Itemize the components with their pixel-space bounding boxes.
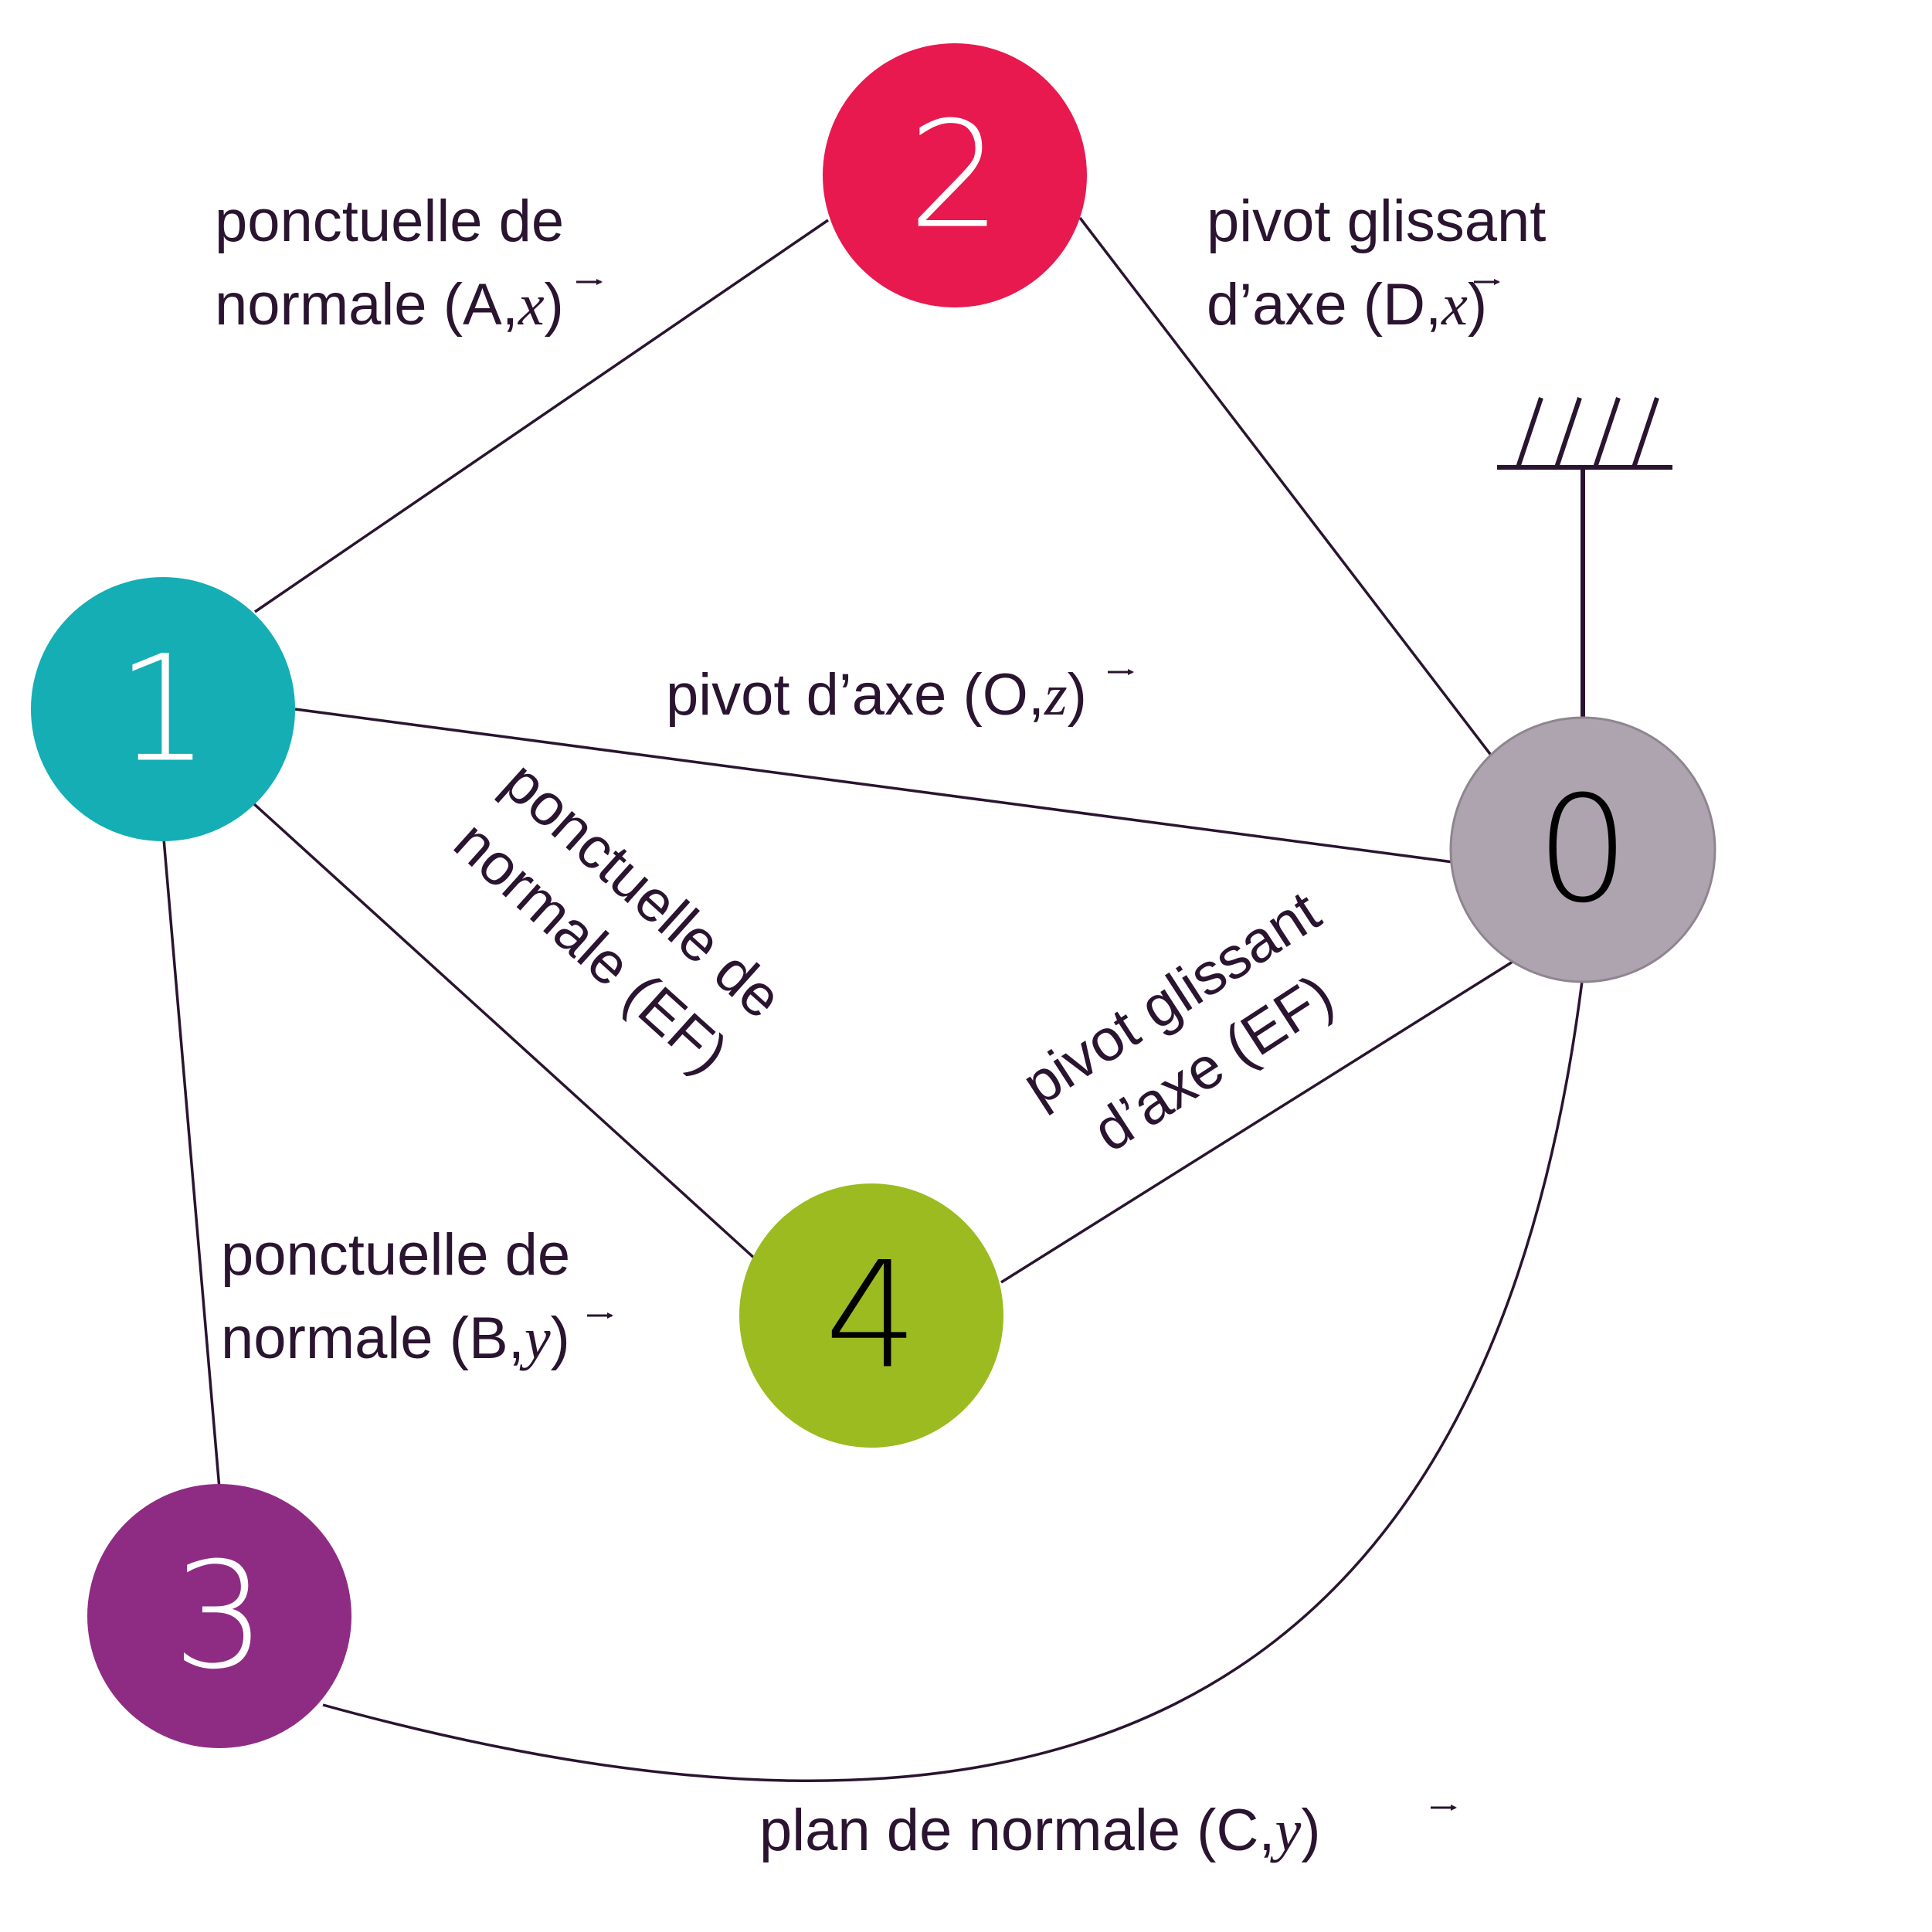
edge-1-4 (252, 802, 757, 1261)
label-link-1-0: pivot d’axe (O,z) (666, 662, 1134, 728)
node-1: 1 (31, 577, 295, 841)
node-1-circle (31, 577, 295, 841)
node-3-label: 3 (173, 1531, 267, 1702)
edge-1-2 (254, 219, 829, 613)
node-3-circle (87, 1484, 351, 1748)
node-1-label: 1 (117, 624, 210, 795)
label-link-4-0: pivot glissant d’axe (EF) (1011, 878, 1345, 1164)
node-4: 4 (739, 1183, 1003, 1448)
label-1-0-line1: pivot d’axe (O,z) (666, 662, 1087, 728)
label-1-2-line2: normale (A,x) (215, 272, 564, 338)
label-2-0-line1: pivot glissant (1207, 188, 1546, 254)
label-link-1-3: ponctuelle de normale (B,y) (221, 1222, 613, 1371)
label-2-0-line2: d’axe (D,x) (1207, 272, 1487, 338)
edge-3-0 (322, 980, 1584, 1782)
node-4-circle (739, 1183, 1003, 1448)
label-link-1-4: ponctuelle de normale (EF) (442, 749, 795, 1086)
node-0-label: 0 (1536, 765, 1630, 935)
edge-2-0 (1078, 216, 1494, 759)
label-link-2-0: pivot glissant d’axe (D,x) (1207, 188, 1546, 338)
label-1-3-line2: normale (B,y) (221, 1306, 570, 1371)
node-2: 2 (823, 43, 1087, 307)
edge-4-0 (1000, 956, 1519, 1284)
node-4-label: 4 (825, 1231, 918, 1401)
ground-symbol (1497, 397, 1672, 717)
label-link-3-0: plan de normale (C,y) (759, 1798, 1457, 1863)
label-1-3-line1: ponctuelle de (221, 1222, 570, 1288)
node-2-label: 2 (908, 90, 1002, 261)
edge-1-3 (162, 838, 221, 1489)
node-3: 3 (87, 1484, 351, 1748)
node-2-circle (823, 43, 1087, 307)
node-0: 0 (1449, 716, 1716, 983)
node-0-circle (1449, 716, 1716, 983)
edge-1-0 (294, 708, 1454, 864)
label-link-1-2: ponctuelle de normale (A,x) (215, 188, 603, 338)
label-1-2-line1: ponctuelle de (215, 188, 564, 254)
label-3-0-line1: plan de normale (C,y) (759, 1798, 1321, 1863)
